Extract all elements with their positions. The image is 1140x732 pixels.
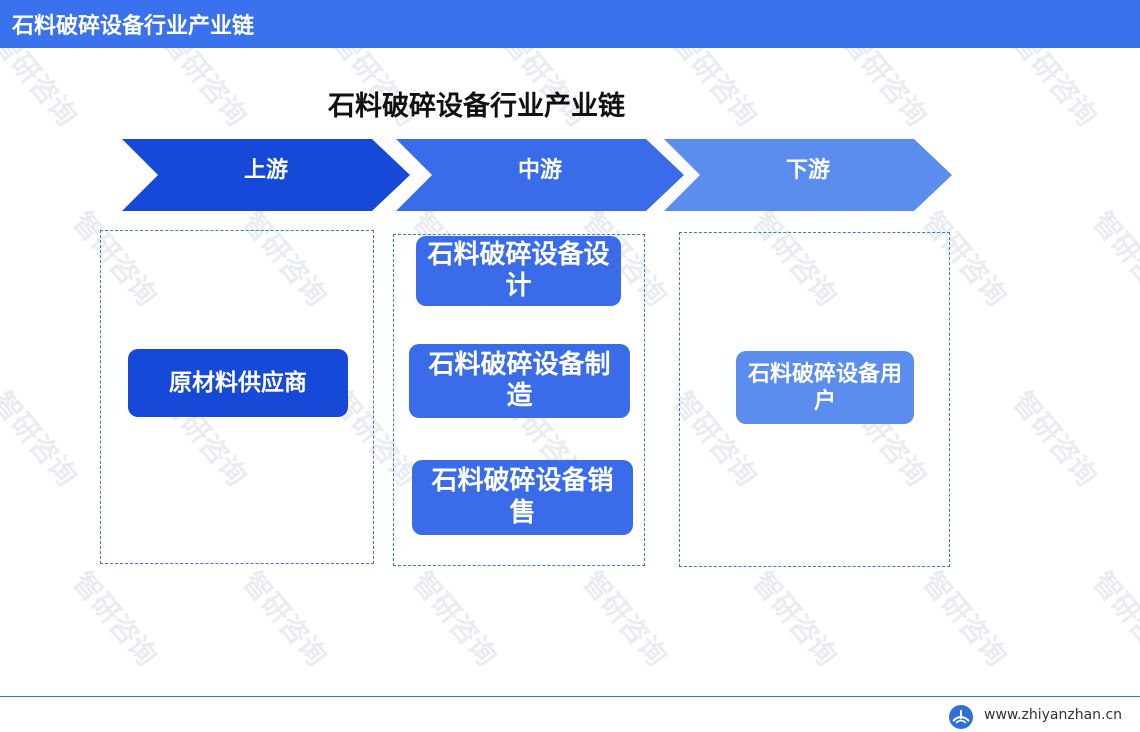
watermark-text: 智研咨询 (406, 565, 504, 673)
stage-panel-upstream (100, 230, 374, 564)
stage-label-downstream: 下游 (785, 157, 830, 183)
watermark-text: 智研咨询 (1006, 48, 1104, 133)
watermark-text: 智研咨询 (916, 565, 1014, 673)
watermark-text: 智研咨询 (236, 565, 334, 673)
watermark-text: 智研咨询 (1006, 385, 1104, 493)
stage-arrow-upstream: 上游 (122, 139, 410, 211)
watermark-text: 智研咨询 (66, 565, 164, 673)
chevron-arrow-icon (664, 139, 952, 211)
watermark-text: 智研咨询 (0, 48, 84, 133)
node-raw-material-supplier: 原材料供应商 (128, 349, 348, 417)
watermark-text: 智研咨询 (836, 48, 934, 133)
diagram-title: 石料破碎设备行业产业链 (328, 91, 625, 122)
node-equipment-sales: 石料破碎设备销售 (412, 460, 633, 535)
watermark-text: 智研咨询 (666, 48, 764, 133)
watermark-text: 智研咨询 (576, 565, 674, 673)
footer-url[interactable]: www.zhiyanzhan.cn (984, 707, 1123, 723)
header-title: 石料破碎设备行业产业链 (12, 13, 255, 39)
watermark-text: 智研咨询 (1086, 565, 1140, 673)
stage-label-upstream: 上游 (243, 157, 288, 183)
node-equipment-manufacturing: 石料破碎设备制造 (409, 344, 630, 418)
watermark-text: 智研咨询 (1086, 205, 1140, 313)
node-equipment-design: 石料破碎设备设计 (416, 236, 621, 306)
stage-panel-midstream (393, 234, 645, 566)
stage-arrow-downstream: 下游 (664, 139, 952, 211)
chevron-arrow-icon (122, 139, 410, 211)
zhiyan-logo-icon (949, 705, 973, 729)
watermark-text: 智研咨询 (156, 48, 254, 133)
chevron-arrow-icon (396, 139, 684, 211)
footer-divider (0, 696, 1140, 697)
node-equipment-users: 石料破碎设备用户 (736, 351, 914, 424)
header-bar: 石料破碎设备行业产业链 (0, 0, 1140, 48)
watermark-text: 智研咨询 (746, 565, 844, 673)
watermark-text: 智研咨询 (0, 385, 84, 493)
stage-panel-downstream (679, 232, 950, 567)
stage-arrow-midstream: 中游 (396, 139, 684, 211)
stage-label-midstream: 中游 (517, 157, 562, 183)
